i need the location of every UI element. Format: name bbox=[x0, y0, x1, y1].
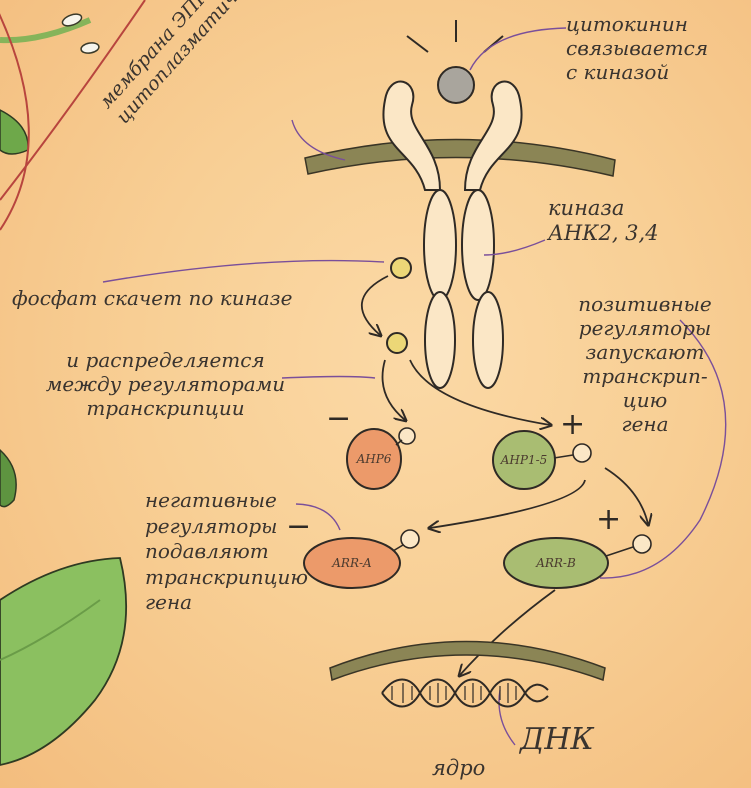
plus-sign-arr-b: + bbox=[596, 505, 621, 535]
phosphate-2 bbox=[387, 333, 407, 353]
kinase-label: киназа АНК2, 3,4 bbox=[548, 196, 659, 246]
dna-label: ДНК bbox=[520, 722, 594, 758]
cell-membrane bbox=[305, 139, 615, 176]
plus-sign-ahp1-5: + bbox=[560, 410, 585, 440]
dna-helix bbox=[382, 680, 548, 707]
protein-arr-b: ARR-B bbox=[504, 535, 651, 588]
arr-b-label: ARR-B bbox=[535, 556, 576, 570]
minus-sign-ahp6: − bbox=[326, 404, 351, 434]
leaf-lower-left bbox=[0, 558, 126, 765]
distribute-label: и распределяется между регуляторами тран… bbox=[18, 348, 313, 420]
arr-a-label: ARR-A bbox=[331, 556, 372, 570]
nucleus-label: ядро bbox=[432, 756, 485, 781]
phosphate-1 bbox=[391, 258, 411, 278]
negative-regulators-label: негативные регуляторы подавляют транскри… bbox=[145, 488, 308, 616]
nuclear-membrane bbox=[330, 642, 605, 681]
cytokinin-molecule bbox=[438, 67, 474, 103]
minus-sign-arr-a: − bbox=[286, 512, 311, 542]
cytokinin-label: цитокинин связывается с киназой bbox=[566, 12, 708, 84]
ahp6-label: AHP6 bbox=[356, 452, 392, 466]
ahp1-5-label: AHP1-5 bbox=[500, 453, 548, 467]
signal-rays bbox=[407, 20, 503, 52]
phosphate-label: фосфат скачет по киназе bbox=[12, 286, 292, 310]
protein-ahp6: AHP6 bbox=[347, 428, 415, 489]
protein-arr-a: ARR-A bbox=[304, 530, 419, 588]
